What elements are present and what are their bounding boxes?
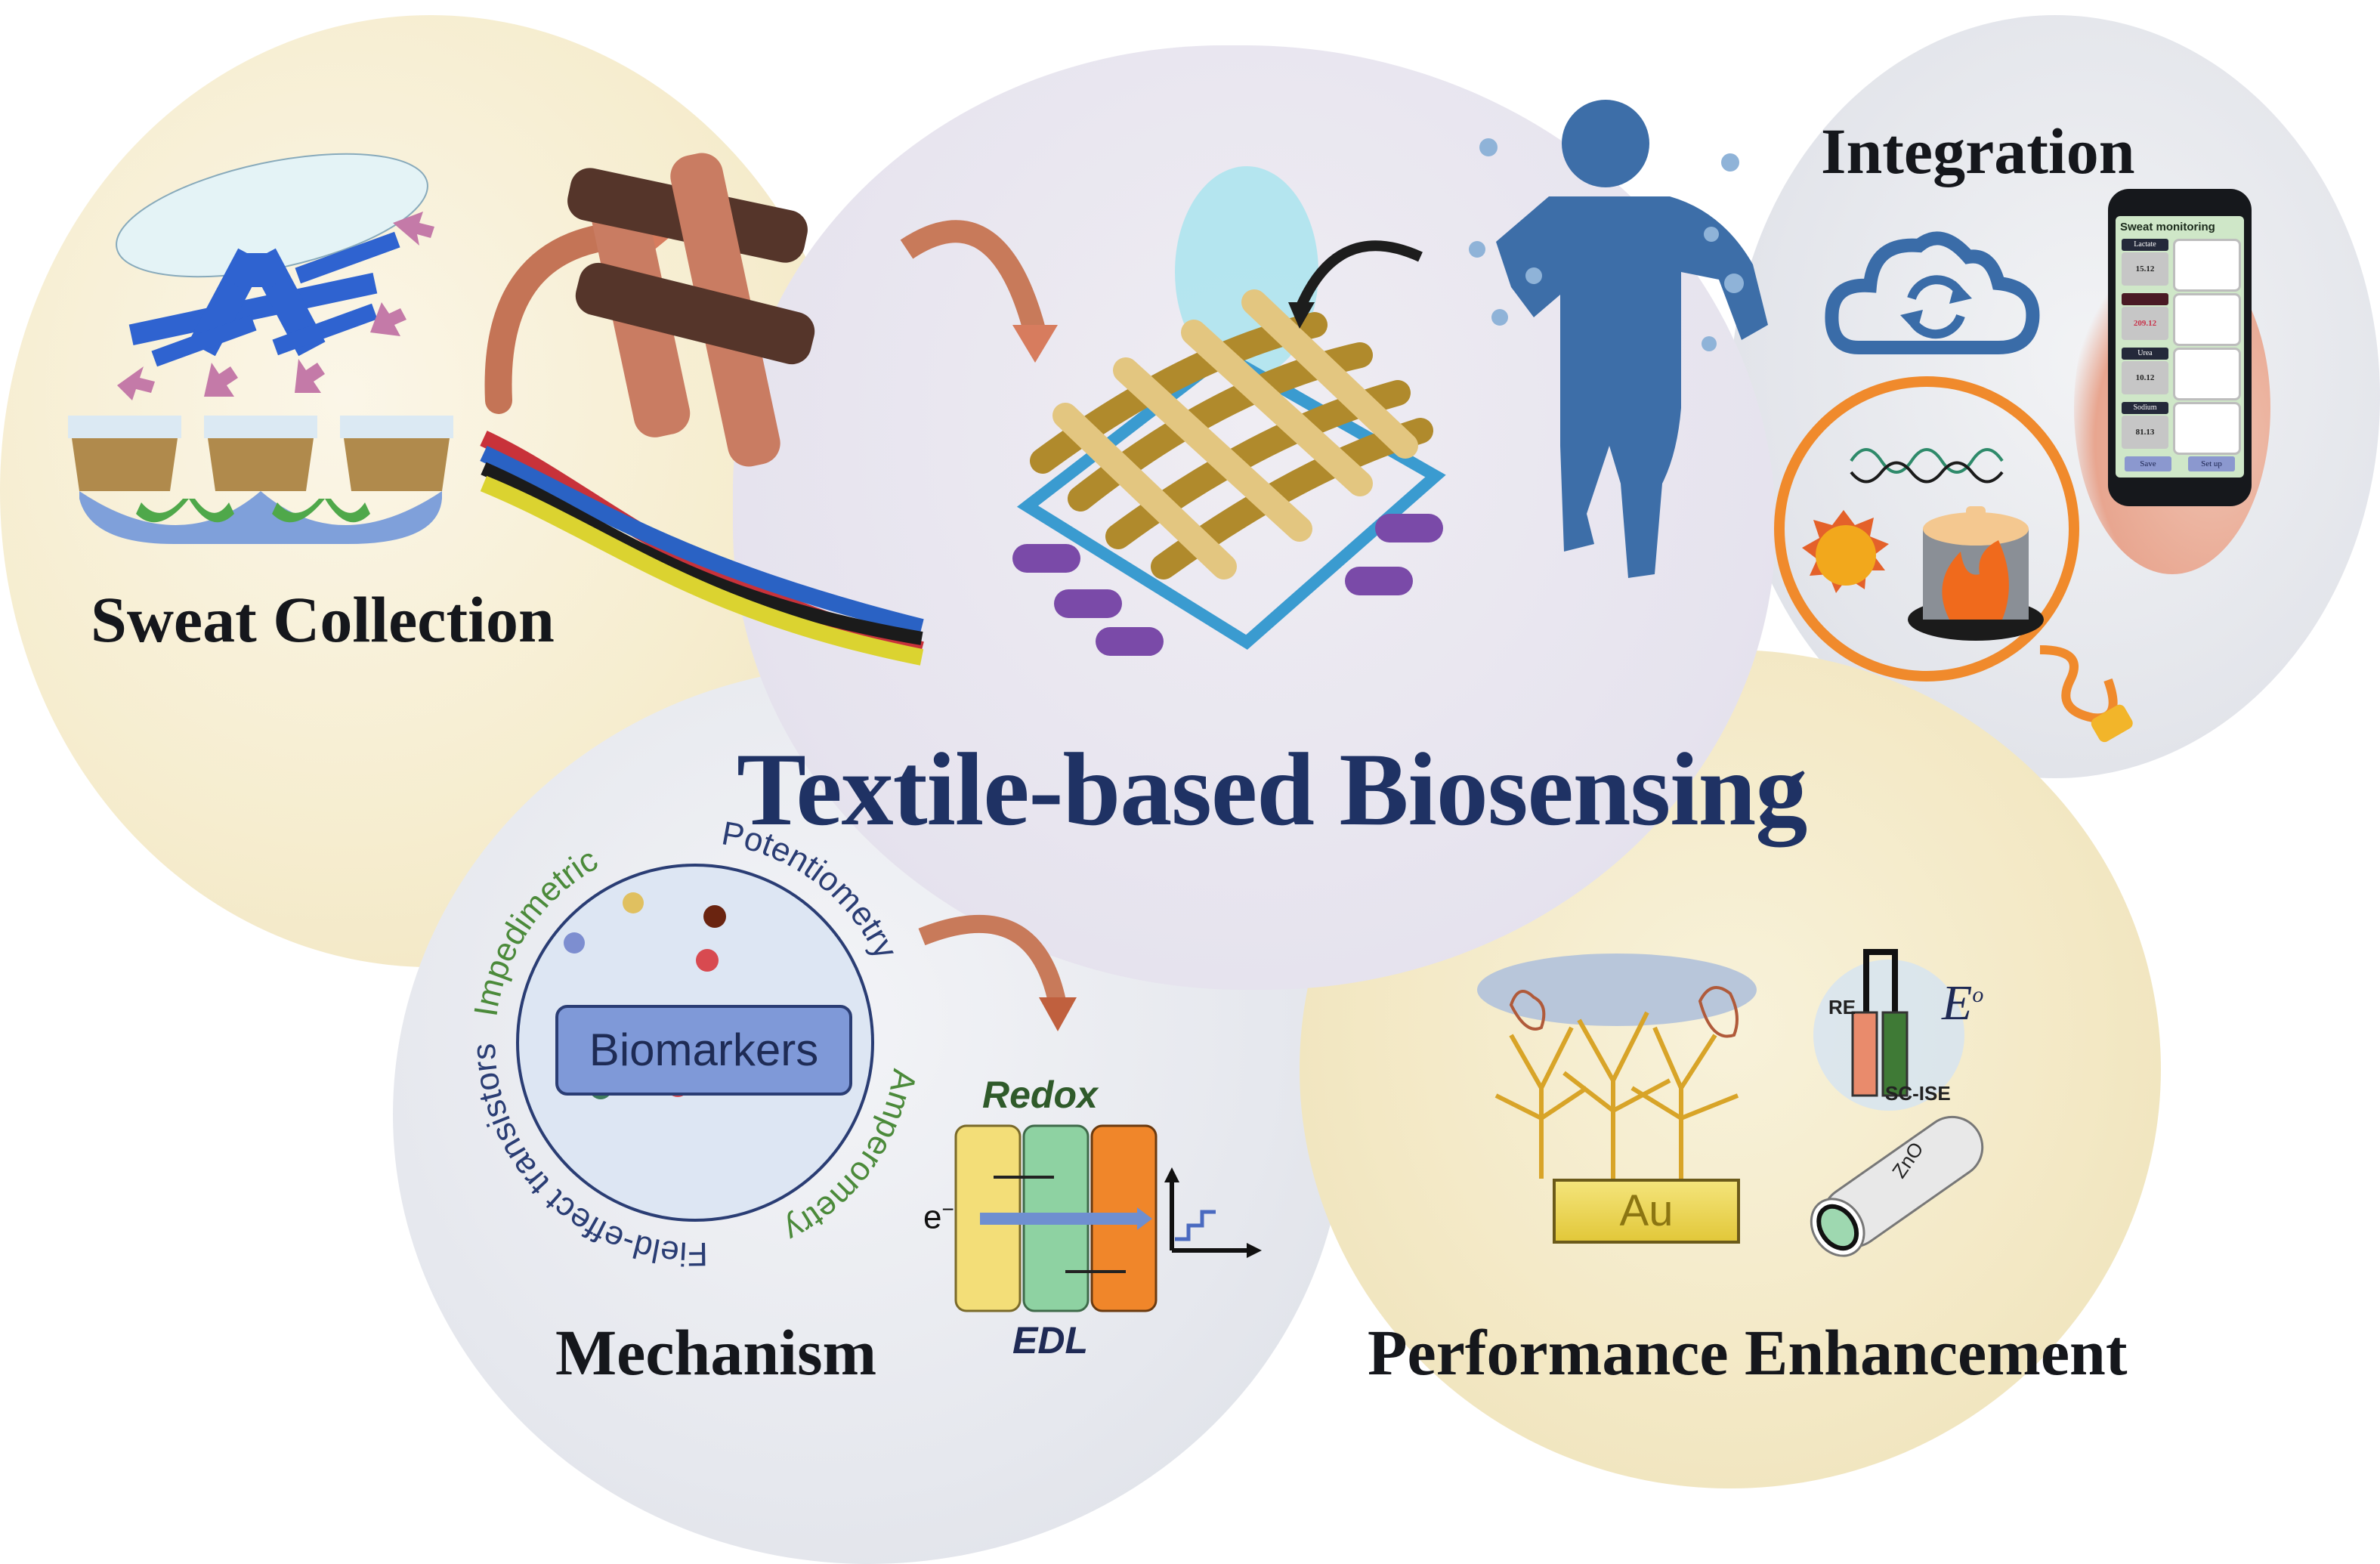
energy-harvest-illustration: [1774, 376, 2133, 743]
smartphone-icon: Sweat monitoring Lactate 15.12 209.12 Ur…: [2108, 189, 2252, 506]
textile-wicking-layer-icon: [68, 416, 453, 544]
transfer-arrow-icon: [918, 914, 1077, 1031]
re-label: RE: [1828, 996, 1856, 1018]
reading-trend-chart: [2173, 239, 2241, 292]
scise-label: SC-ISE: [1885, 1082, 1951, 1105]
edl-label: EDL: [1012, 1319, 1088, 1362]
snowflake-channel-icon: [128, 231, 400, 367]
save-button[interactable]: Save: [2125, 456, 2171, 471]
figure-title: Textile-based Biosensing: [737, 731, 1807, 847]
reading-name: [2122, 293, 2168, 305]
sweat-flow-arrow-icon: [136, 499, 370, 523]
standard-potential-label: Eo: [1942, 975, 1984, 1031]
zno-nanotube-icon: [1810, 1115, 1984, 1257]
reading-name: Urea: [2122, 348, 2168, 360]
reading-row: 209.12: [2122, 293, 2241, 346]
phone-screen: Sweat monitoring Lactate 15.12 209.12 Ur…: [2116, 216, 2244, 478]
integration-label: Integration: [1821, 115, 2135, 187]
app-title: Sweat monitoring: [2120, 221, 2215, 233]
sweat-collection-illustration: [68, 153, 453, 544]
step-response-icon: [1175, 1210, 1216, 1241]
biomarkers-box: Biomarkers: [555, 1005, 852, 1096]
reading-name: Lactate: [2122, 239, 2168, 251]
cloud-sync-icon: [1825, 231, 2040, 354]
textile-sensor-mesh-icon: [1012, 166, 1446, 656]
reading-name: Sodium: [2122, 402, 2168, 414]
reading-row: Urea 10.12: [2122, 348, 2241, 400]
solid-contact-electrode-icon: [1813, 949, 1964, 1111]
inflow-arrow-icon: [117, 212, 434, 400]
sweat-droplet-icon: [1469, 138, 1744, 351]
woven-yarn-icon: [567, 153, 815, 467]
reading-row: Sodium 81.13: [2122, 402, 2241, 455]
hand-icon: [1509, 990, 1546, 1031]
setup-button[interactable]: Set up: [2188, 456, 2235, 471]
redox-label: Redox: [982, 1074, 1098, 1116]
reading-value: 10.12: [2122, 361, 2168, 394]
mechanism-label: Mechanism: [555, 1316, 877, 1389]
charge-transport-wave-icon: [1850, 448, 2004, 484]
gold-substrate: Au: [1553, 1179, 1740, 1244]
twisted-wires-icon: [480, 431, 924, 666]
hand-icon: [1698, 986, 1739, 1038]
power-plug-icon: [2091, 704, 2133, 743]
woven-yarn-illustration: [484, 153, 815, 467]
curved-arrow-icon: [1294, 240, 1423, 312]
reading-row: Lactate 15.12: [2122, 239, 2241, 292]
transfer-arrow-icon: [900, 220, 1058, 363]
reading-trend-chart: [2173, 293, 2241, 346]
electron-label: e−: [923, 1198, 954, 1236]
reading-value: 81.13: [2122, 416, 2168, 449]
sweat-collection-label: Sweat Collection: [91, 583, 555, 656]
sun-icon: [1802, 510, 1889, 593]
performance-enhancement-label: Performance Enhancement: [1368, 1316, 2128, 1389]
reading-trend-chart: [2173, 348, 2241, 400]
dendrite-nanostructure-icon: [1477, 954, 1757, 1179]
battery-flame-icon: [1908, 506, 2044, 641]
reading-value: 209.12: [2122, 307, 2168, 340]
reading-trend-chart: [2173, 402, 2241, 455]
running-person-icon: [1469, 100, 1768, 578]
electrode-layer-stack-icon: [954, 1124, 1262, 1312]
reading-value: 15.12: [2122, 252, 2168, 286]
energy-loop-icon: [1774, 376, 2079, 682]
